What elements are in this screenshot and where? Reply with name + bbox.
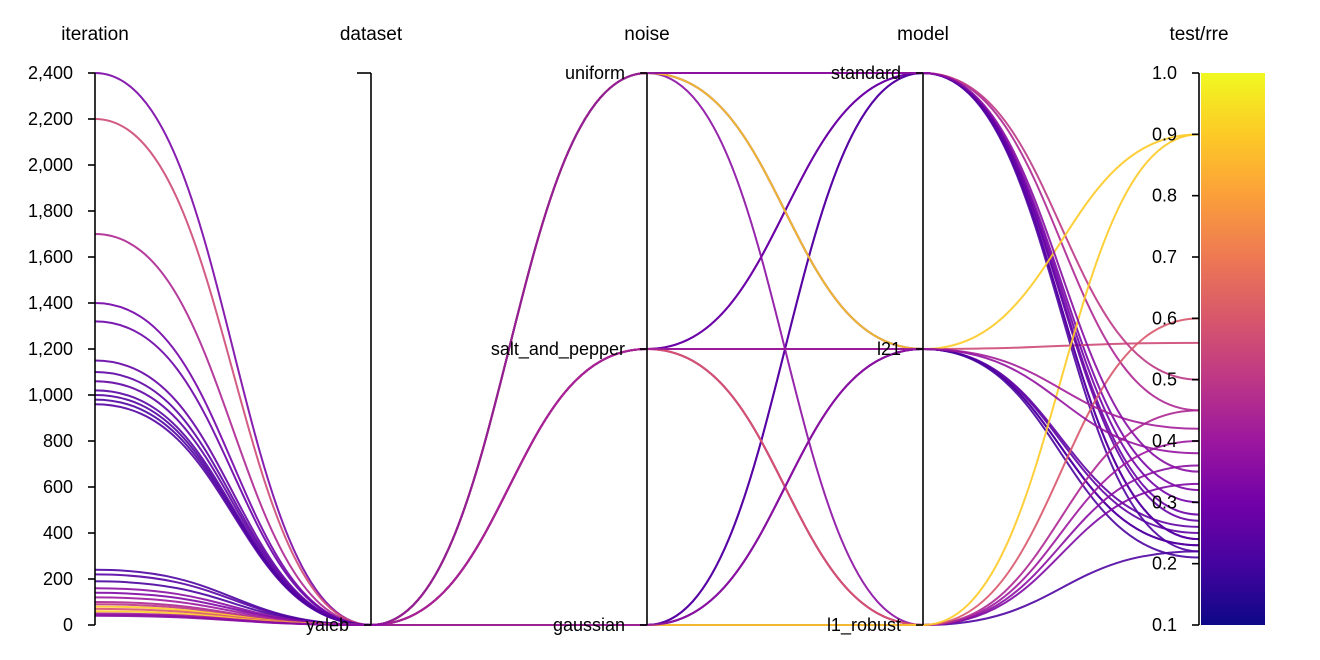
axis-test_rre: test/rre 0.1 0.2 0.3 0.4 0.5 0.6 0.7 0.8 0.9 1.0	[1152, 24, 1229, 635]
series-line-25	[94, 71, 1200, 627]
tick-label-iteration-2: 400	[43, 523, 73, 543]
tick-label-iteration-3: 600	[43, 477, 73, 497]
tick-label-iteration-6: 1,200	[28, 339, 73, 359]
tick-label-iteration-9: 1,800	[28, 201, 73, 221]
tick-label-test_rre-6: 0.7	[1152, 247, 1177, 267]
tick-label-test_rre-0: 0.1	[1152, 615, 1177, 635]
tick-label-test_rre-5: 0.6	[1152, 308, 1177, 328]
axis-model: model l1_robust l21 standard	[827, 24, 949, 636]
tick-label-test_rre-3: 0.4	[1152, 431, 1177, 451]
tick-label-test_rre-9: 1.0	[1152, 63, 1177, 83]
tick-label-test_rre-8: 0.9	[1152, 124, 1177, 144]
axis-title-test_rre: test/rre	[1169, 24, 1228, 45]
tick-label-iteration-1: 200	[43, 569, 73, 589]
axis-title-dataset: dataset	[340, 24, 403, 45]
tick-label-iteration-0: 0	[63, 615, 73, 635]
tick-label-iteration-8: 1,600	[28, 247, 73, 267]
tick-label-model-2: standard	[831, 63, 901, 83]
axis-noise: noise gaussian salt_and_pepper uniform	[491, 24, 670, 635]
tick-label-iteration-10: 2,000	[28, 155, 73, 175]
axes: iteration 0 200 400 600 800 1,000 1,200 1,400 1,6…	[28, 24, 1229, 636]
axis-title-noise: noise	[624, 24, 669, 45]
colorbar	[1201, 73, 1265, 625]
tick-label-test_rre-2: 0.3	[1152, 492, 1177, 512]
axis-title-model: model	[897, 24, 949, 45]
tick-label-model-1: l21	[877, 339, 901, 359]
tick-label-test_rre-7: 0.8	[1152, 186, 1177, 206]
axis-dataset: dataset yaleb	[306, 24, 403, 635]
tick-label-noise-2: uniform	[565, 63, 625, 83]
axis-title-iteration: iteration	[61, 24, 129, 45]
tick-label-iteration-4: 800	[43, 431, 73, 451]
tick-label-iteration-11: 2,200	[28, 109, 73, 129]
tick-label-noise-0: gaussian	[553, 615, 625, 635]
tick-label-noise-1: salt_and_pepper	[491, 339, 625, 360]
tick-label-test_rre-1: 0.2	[1152, 554, 1177, 574]
tick-label-iteration-12: 2,400	[28, 63, 73, 83]
tick-label-iteration-7: 1,400	[28, 293, 73, 313]
axis-iteration: iteration 0 200 400 600 800 1,000 1,200 1,400 1,6…	[28, 24, 129, 635]
tick-label-iteration-5: 1,000	[28, 385, 73, 405]
tick-label-test_rre-4: 0.5	[1152, 370, 1177, 390]
tick-label-model-0: l1_robust	[827, 615, 901, 636]
tick-label-dataset-0: yaleb	[306, 615, 349, 635]
